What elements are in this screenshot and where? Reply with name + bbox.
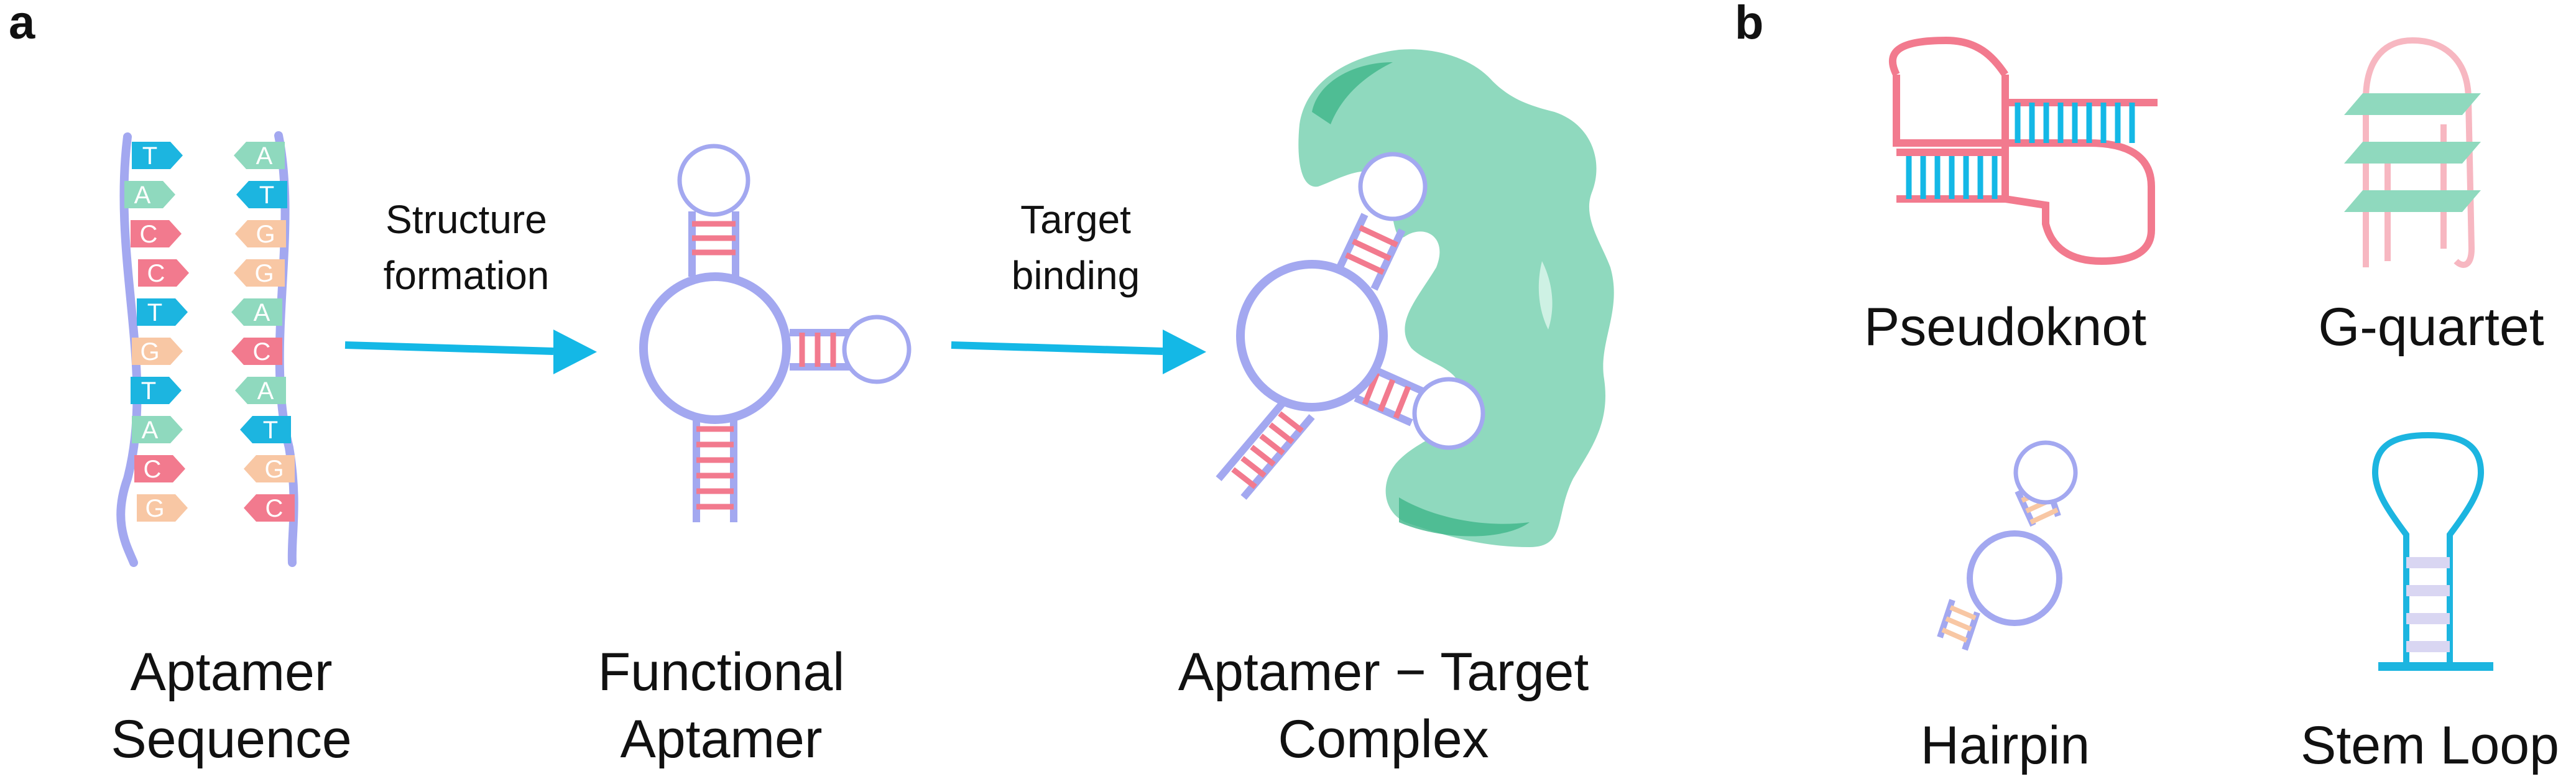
right-strand-base-7: T <box>240 416 291 444</box>
top-stem <box>688 211 739 277</box>
right-strand-base-letter-7: T <box>263 417 278 444</box>
right-strand-base-8: G <box>244 455 295 483</box>
right-strand-base-letter-9: C <box>265 495 284 522</box>
hairpin-illustration <box>1937 440 2078 651</box>
right-strand-base-6: A <box>235 377 286 405</box>
left-strand-base-letter-6: T <box>141 377 156 405</box>
target-highlight-right <box>1538 261 1553 330</box>
caption-pseudoknot: Pseudoknot <box>1864 297 2146 357</box>
right-strand-base-0: A <box>234 142 285 170</box>
left-strand-base-9: G <box>137 494 188 522</box>
pseudoknot-illustration <box>1889 36 2158 265</box>
caption-hairpin: Hairpin <box>1921 716 2090 775</box>
arrow-1-label-line2: formation <box>384 253 550 298</box>
complex-bottom-stem <box>1216 395 1315 500</box>
caption-aptamer-sequence-line2: Sequence <box>111 709 351 769</box>
g-quartet-illustration <box>2344 37 2481 268</box>
right-strand-base-letter-5: C <box>253 338 271 366</box>
caption-aptamer-sequence-line1: Aptamer <box>130 642 332 702</box>
quartet-plane-top <box>2344 93 2481 115</box>
top-loop <box>677 144 750 217</box>
left-strand-base-letter-1: A <box>134 182 151 209</box>
left-strand-base-letter-4: T <box>147 299 162 326</box>
right-strand-base-letter-6: A <box>257 377 274 405</box>
panel-b-label: b <box>1735 0 1763 49</box>
left-strand-base-letter-5: G <box>140 338 159 366</box>
complex-central-loop <box>1236 260 1388 412</box>
quartet-plane-middle <box>2344 142 2481 164</box>
right-loop <box>842 315 912 384</box>
quartet-plane-bottom <box>2344 190 2481 212</box>
right-strand-base-2: G <box>235 220 286 248</box>
right-strand-base-letter-2: G <box>256 221 275 248</box>
caption-stem-loop: Stem Loop <box>2301 716 2559 775</box>
right-strand-base-letter-4: A <box>254 299 270 326</box>
left-strand-base-2: C <box>131 220 182 248</box>
caption-functional-aptamer-line2: Aptamer <box>620 709 822 769</box>
caption-g-quartet: G-quartet <box>2318 297 2544 357</box>
left-strand-base-1: A <box>124 181 175 209</box>
left-strand-base-0: T <box>132 142 183 170</box>
panel-a-label: a <box>9 0 35 49</box>
arrow-2-label-line1: Target <box>1020 197 1131 242</box>
caption-functional-aptamer-line1: Functional <box>598 642 845 702</box>
aptamer-target-complex-illustration <box>1216 49 1614 547</box>
left-strand-base-5: G <box>132 338 183 366</box>
left-strand-base-letter-8: C <box>144 456 162 483</box>
complex-top-loop <box>1358 152 1428 221</box>
arrow-target-binding: Target binding <box>951 197 1206 374</box>
central-loop <box>639 272 791 424</box>
right-strand-base-1: T <box>236 181 287 209</box>
right-strand-base-letter-1: T <box>259 182 274 209</box>
left-strand-base-6: T <box>131 377 182 405</box>
left-strand-base-letter-2: C <box>140 221 158 248</box>
right-strand-base-letter-3: G <box>254 260 274 287</box>
arrow-1-label-line1: Structure <box>385 197 547 242</box>
stem-loop-illustration <box>2371 431 2493 671</box>
right-strand-base-letter-8: G <box>264 456 284 483</box>
right-strand-base-9: C <box>244 494 295 522</box>
left-strand-base-7: A <box>132 416 183 444</box>
left-strand-base-letter-0: T <box>142 142 157 170</box>
caption-complex-line1: Aptamer − Target <box>1178 642 1589 702</box>
right-strand-base-4: A <box>231 298 282 326</box>
right-strand-base-5: C <box>231 338 282 366</box>
left-strand-base-letter-3: C <box>147 260 165 287</box>
target-highlight-top <box>1312 62 1393 124</box>
complex-right-loop <box>1412 377 1485 450</box>
caption-complex-line2: Complex <box>1278 709 1489 769</box>
pseudoknot-pairs-bottom <box>1906 152 1998 199</box>
arrow-2-label-line2: binding <box>1012 253 1140 298</box>
right-strand-base-3: G <box>234 259 285 287</box>
left-strand-base-letter-7: A <box>142 417 159 444</box>
right-strand-base-letter-0: A <box>256 142 273 170</box>
left-strand-base-3: C <box>138 259 189 287</box>
arrow-structure-formation: Structure formation <box>344 197 597 374</box>
complex-top-stem <box>1333 213 1406 291</box>
functional-aptamer-illustration <box>639 144 912 522</box>
target-highlight-bottom <box>1399 497 1530 537</box>
right-stem <box>790 329 852 371</box>
left-strand-base-4: T <box>137 298 188 326</box>
pseudoknot-pairs-top <box>2015 103 2135 143</box>
left-strand-base-letter-9: G <box>145 495 164 522</box>
bottom-stem <box>693 410 737 522</box>
left-strand-base-8: C <box>134 455 185 483</box>
